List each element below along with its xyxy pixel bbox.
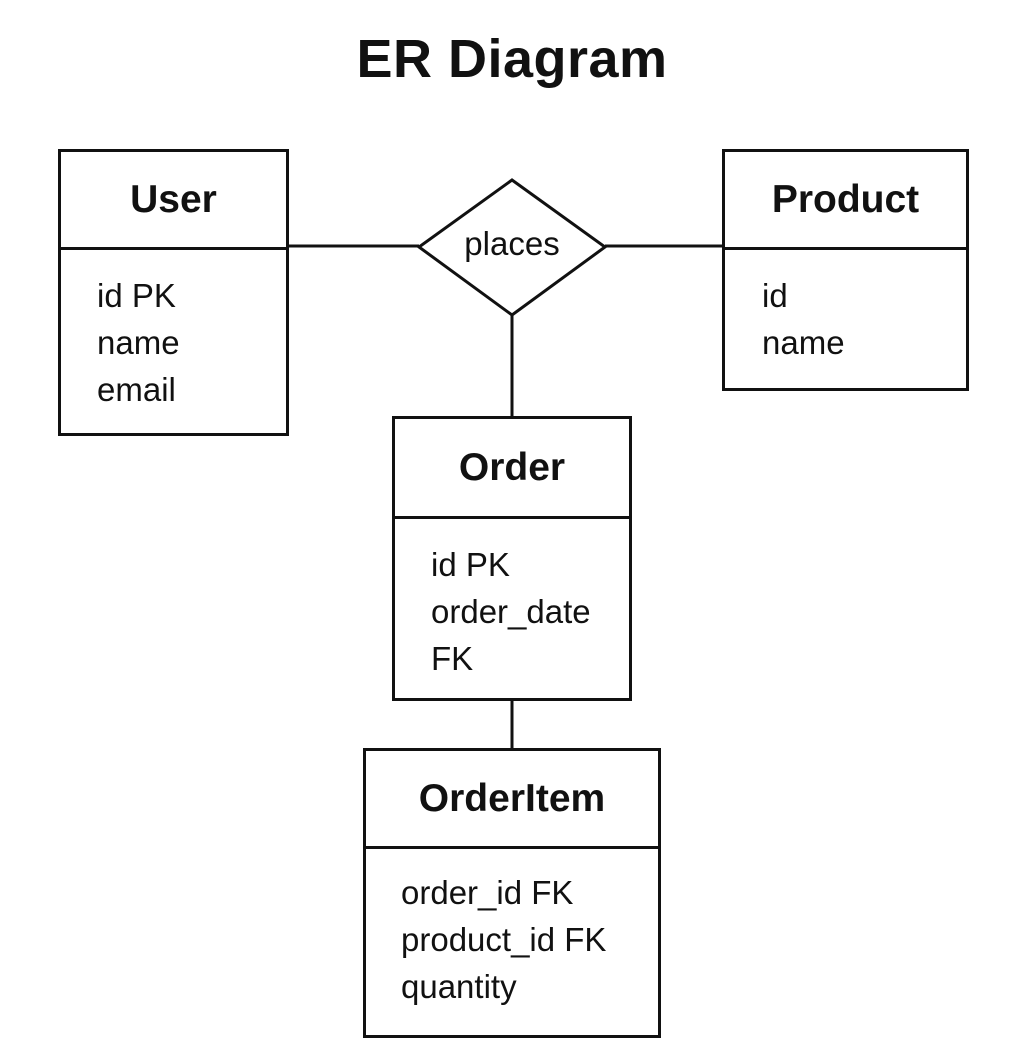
- entity-order-attributes: id PK order_date FK: [395, 519, 629, 682]
- entity-user-attributes: id PK name email: [61, 250, 286, 413]
- attribute: id PK: [97, 277, 176, 314]
- attribute: FK: [431, 640, 474, 677]
- attribute: quantity: [401, 968, 517, 1005]
- entity-order: Order id PK order_date FK: [392, 416, 632, 701]
- attribute: product_id FK: [401, 921, 607, 958]
- attribute: id PK: [431, 546, 510, 583]
- attribute: name: [97, 324, 180, 361]
- attribute: order_id FK: [401, 874, 574, 911]
- attribute: email: [97, 371, 176, 408]
- entity-user: User id PK name email: [58, 149, 289, 436]
- entity-product-name: Product: [725, 152, 966, 250]
- entity-product: Product id name: [722, 149, 969, 391]
- entity-user-name: User: [61, 152, 286, 250]
- entity-product-attributes: id name: [725, 250, 966, 366]
- attribute: id: [762, 277, 788, 314]
- entity-orderitem: OrderItem order_id FK product_id FK quan…: [363, 748, 661, 1038]
- relationship-label: places: [464, 225, 560, 262]
- entity-orderitem-name: OrderItem: [366, 751, 658, 849]
- entity-order-name: Order: [395, 419, 629, 519]
- relationship-diamond: [416, 178, 608, 317]
- entity-orderitem-attributes: order_id FK product_id FK quantity: [366, 849, 658, 1010]
- attribute: order_date: [431, 593, 591, 630]
- attribute: name: [762, 324, 845, 361]
- diagram-title: ER Diagram: [356, 29, 668, 89]
